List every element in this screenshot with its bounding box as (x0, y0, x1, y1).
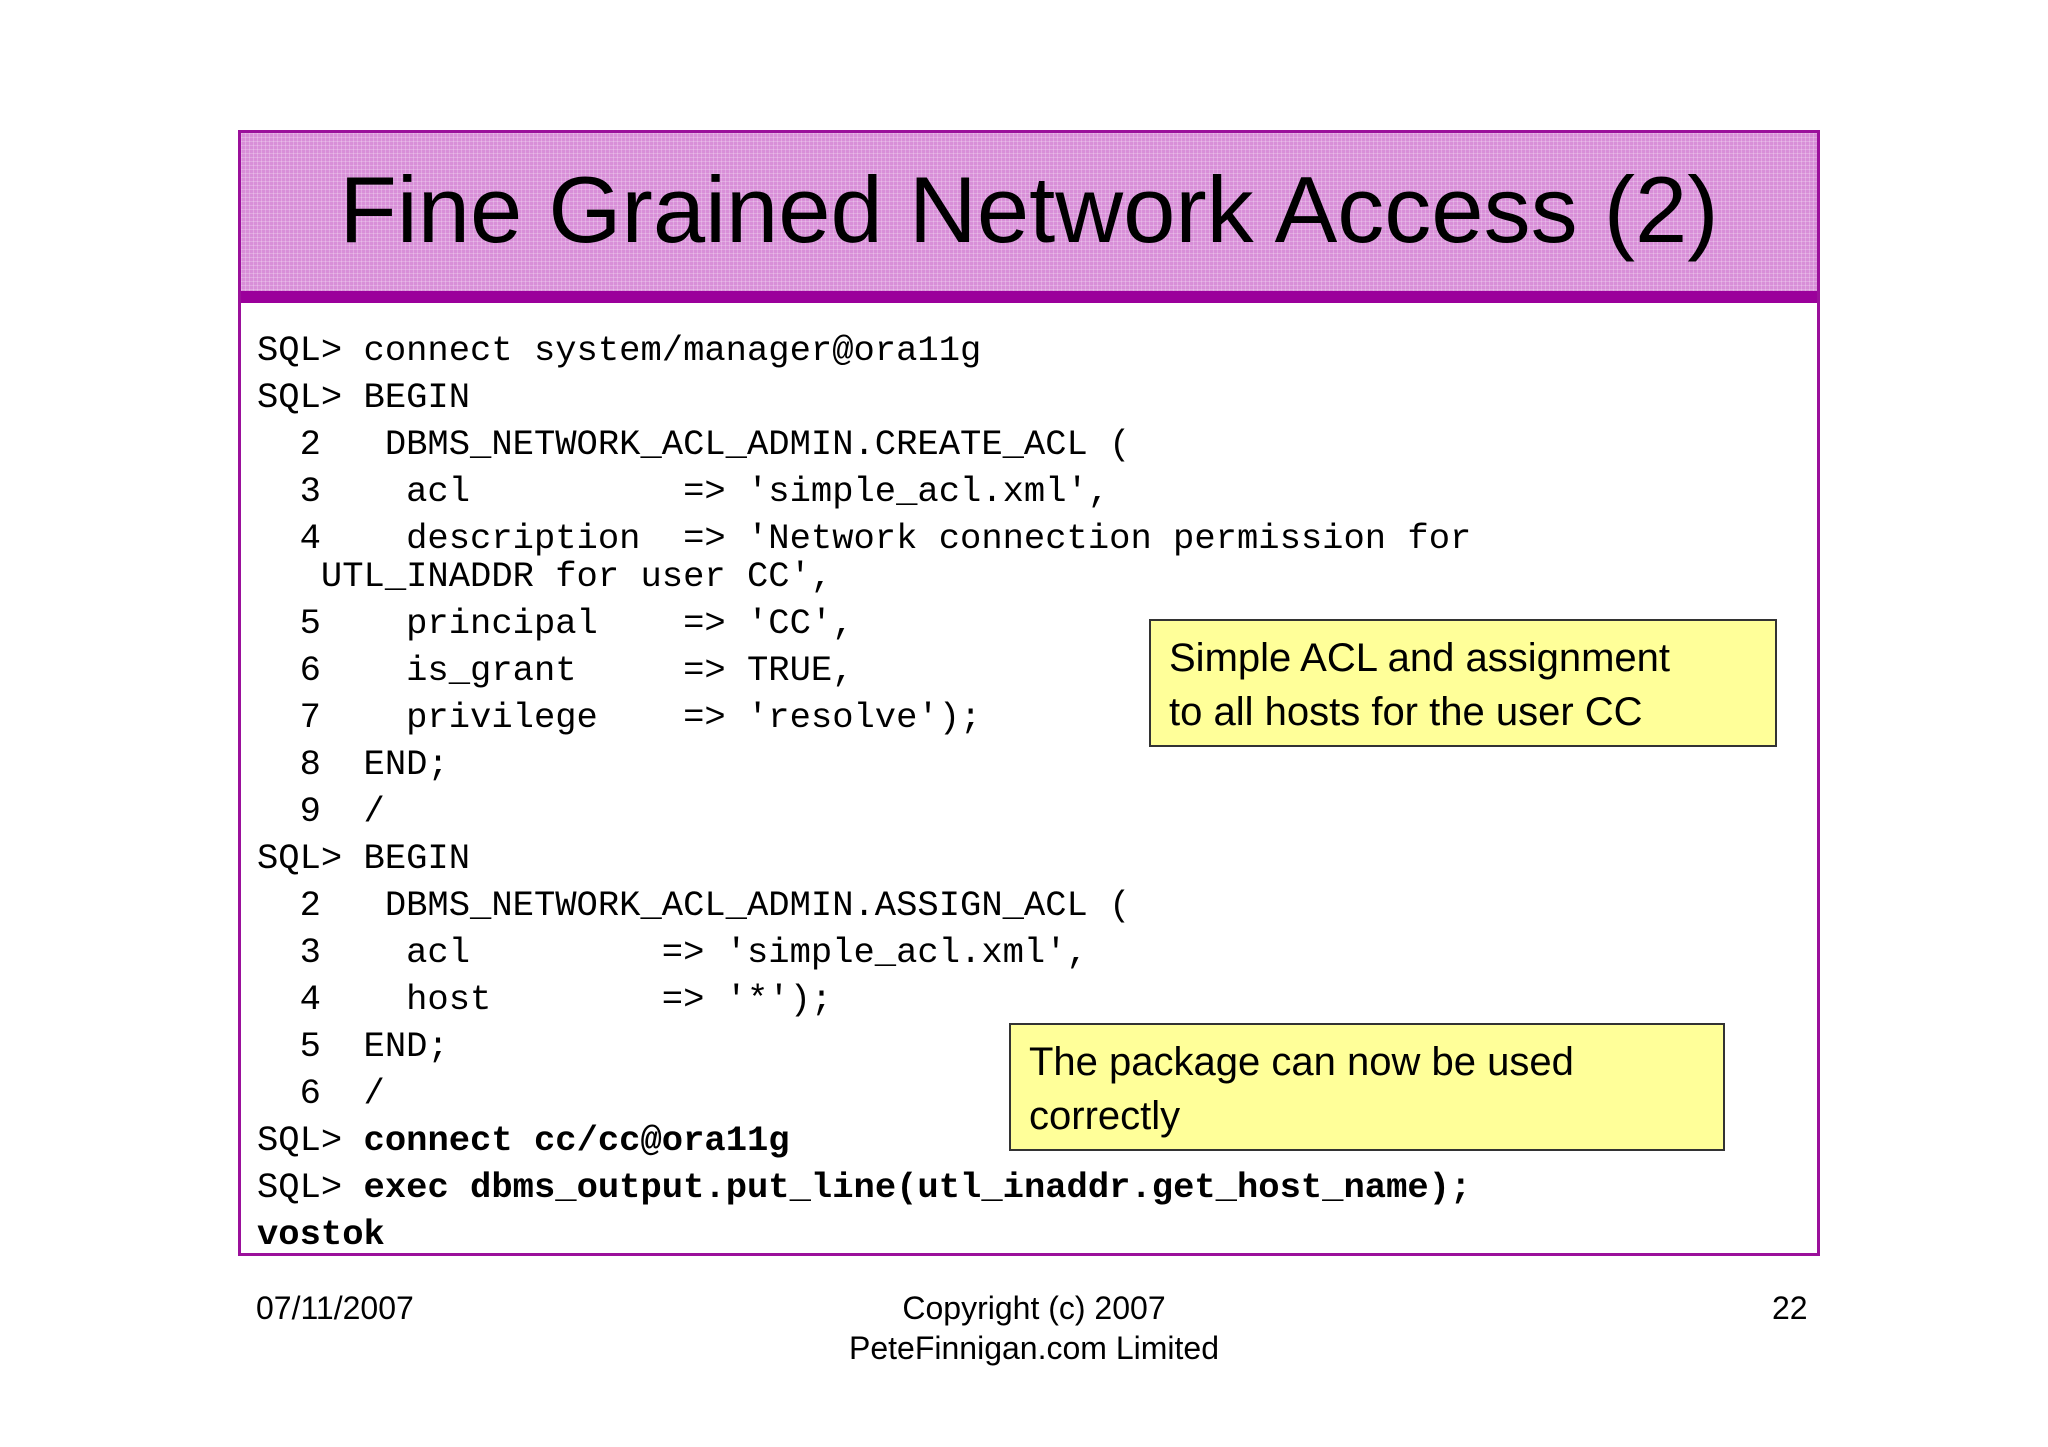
code-line: 3 acl => 'simple_acl.xml', (257, 932, 1088, 973)
code-line: SQL> BEGIN (257, 377, 471, 418)
callout-package-note: The package can now be used correctly (1009, 1023, 1725, 1151)
callout-line: correctly (1029, 1094, 1181, 1138)
code-line-bold: SQL> exec dbms_output.put_line(utl_inadd… (257, 1168, 1471, 1208)
callout-line: The package can now be used (1029, 1040, 1574, 1084)
output-line: vostok (257, 1214, 385, 1255)
callout-line: to all hosts for the user CC (1169, 690, 1643, 734)
sql-prompt: SQL> (257, 1167, 364, 1208)
bold-command: connect cc/cc@ora11g (363, 1120, 790, 1161)
code-line: 3 acl => 'simple_acl.xml', (257, 471, 1110, 512)
code-line-bold: SQL> connect cc/cc@ora11g (257, 1121, 790, 1161)
bold-command: exec dbms_output.put_line(utl_inaddr.get… (363, 1167, 1472, 1208)
copyright-line: PeteFinnigan.com Limited (849, 1330, 1219, 1366)
sql-prompt: SQL> (257, 1120, 364, 1161)
page-number: 22 (1772, 1290, 1808, 1326)
code-line: 6 / (257, 1073, 385, 1114)
code-line: 7 privilege => 'resolve'); (257, 697, 982, 738)
code-line: SQL> connect system/manager@ora11g (257, 330, 982, 371)
code-line: UTL_INADDR for user CC', (257, 556, 833, 597)
code-line: 2 DBMS_NETWORK_ACL_ADMIN.CREATE_ACL ( (257, 424, 1131, 465)
code-line: 8 END; (257, 744, 449, 785)
code-line: 4 description => 'Network connection per… (257, 518, 1472, 559)
callout-line: Simple ACL and assignment (1169, 636, 1671, 680)
copyright-line: Copyright (c) 2007 (902, 1290, 1166, 1326)
code-line: SQL> BEGIN (257, 838, 471, 879)
code-line: 5 END; (257, 1026, 449, 1067)
code-line: 4 host => '*'); (257, 979, 833, 1020)
footer-date: 07/11/2007 (256, 1290, 414, 1326)
footer-copyright: Copyright (c) 2007 PeteFinnigan.com Limi… (824, 1288, 1244, 1368)
slide-frame: Fine Grained Network Access (2) SQL> con… (238, 130, 1820, 1256)
code-line: 9 / (257, 791, 385, 832)
slide-title: Fine Grained Network Access (2) (339, 157, 1719, 262)
code-line: 2 DBMS_NETWORK_ACL_ADMIN.ASSIGN_ACL ( (257, 885, 1131, 926)
code-line: 6 is_grant => TRUE, (257, 650, 854, 691)
code-line: 5 principal => 'CC', (257, 603, 854, 644)
callout-acl-note: Simple ACL and assignment to all hosts f… (1149, 619, 1777, 747)
title-bar: Fine Grained Network Access (2) (241, 133, 1817, 303)
